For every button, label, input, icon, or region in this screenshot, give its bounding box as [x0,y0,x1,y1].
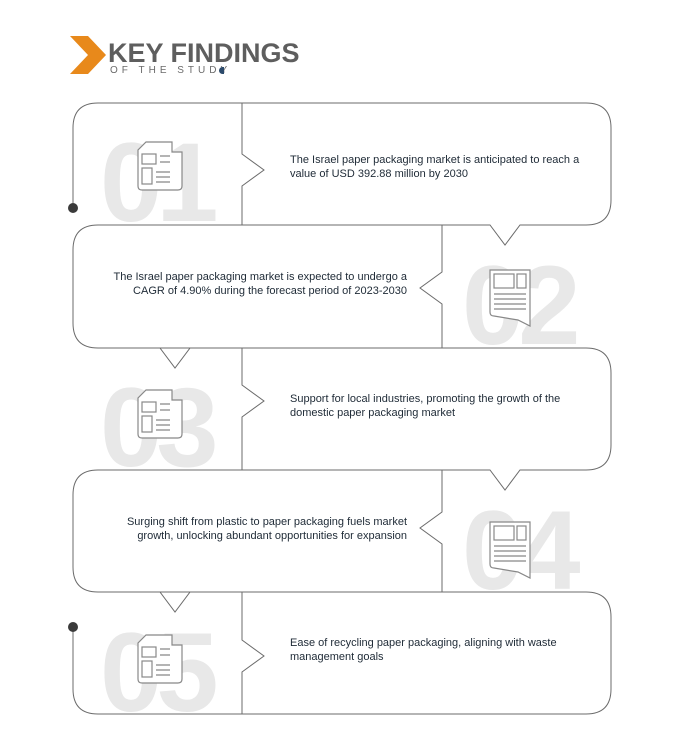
newspaper-icon [489,269,531,327]
divider-01 [241,103,265,225]
subtitle-dot [219,67,224,74]
finding-text-01: The Israel paper packaging market is ant… [290,154,580,180]
newspaper-icon [489,521,531,579]
page-subtitle: OF THE STUDY [110,65,232,76]
finding-text-03: Support for local industries, promoting … [290,393,561,419]
newspaper-icon [137,634,183,684]
page-title: KEY FINDINGS [108,38,300,68]
timeline-dot-start [68,203,78,213]
orange-chevron-icon [70,36,106,74]
divider-05 [241,592,265,714]
finding-text-02: The Israel paper packaging market is exp… [113,271,407,297]
divider-04 [419,470,443,592]
divider-02 [419,225,443,348]
divider-03 [241,348,265,470]
finding-text-05: Ease of recycling paper packaging, align… [290,637,557,663]
newspaper-icon [137,141,183,191]
newspaper-icon [137,389,183,439]
finding-text-04: Surging shift from plastic to paper pack… [126,516,407,542]
timeline-dot-end [68,622,78,632]
